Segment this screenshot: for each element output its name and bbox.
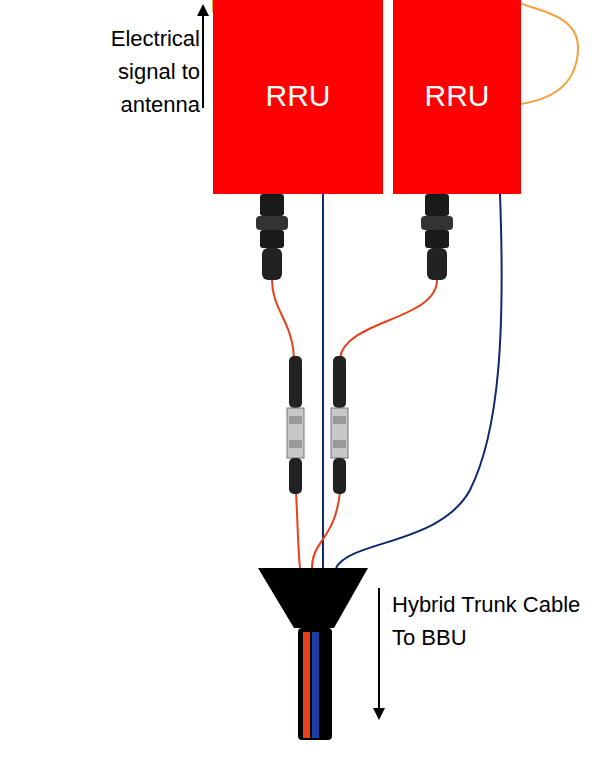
antenna-jumper <box>515 0 578 104</box>
signal-label: Electrical signal to antenna <box>100 22 200 121</box>
power-cable <box>322 150 324 568</box>
rru-connector <box>421 194 453 280</box>
fibre-splice <box>331 356 348 494</box>
rru-box: RRU <box>213 0 383 194</box>
fibre-cable <box>272 280 294 358</box>
arrow-head <box>197 4 209 16</box>
trunk-arrow <box>378 588 380 710</box>
power-core <box>312 632 319 738</box>
fibre-cable <box>296 492 300 568</box>
fibre-splice <box>287 356 304 494</box>
node-label: RRU <box>266 79 331 113</box>
trunk-label: Hybrid Trunk Cable To BBU <box>392 588 592 654</box>
rru-connector <box>256 194 288 280</box>
fibre-cable <box>312 492 340 568</box>
breakout-boot <box>258 568 368 628</box>
hybrid-trunk-cable <box>298 628 332 740</box>
node-label: RRU <box>425 79 490 113</box>
fibre-cable <box>340 280 437 358</box>
signal-arrow <box>202 14 204 108</box>
power-cable <box>336 194 502 568</box>
arrow-head <box>373 708 385 720</box>
rru-box: RRU <box>393 0 521 194</box>
fibre-core <box>303 632 310 738</box>
